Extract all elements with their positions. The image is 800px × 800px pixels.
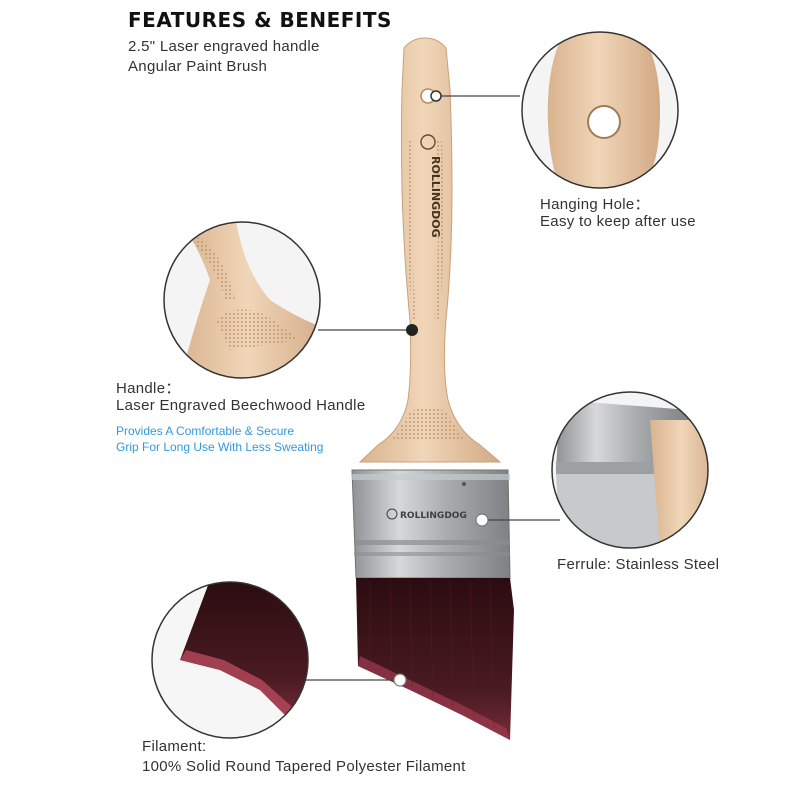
hanging-hole-desc: Easy to keep after use	[540, 213, 696, 230]
callout-dot-filament	[393, 673, 407, 687]
product-spec-line2: Angular Paint Brush	[128, 58, 268, 75]
filament-desc: 100% Solid Round Tapered Polyester Filam…	[142, 758, 466, 775]
detail-circle-ferrule	[551, 391, 709, 549]
callout-lines	[306, 95, 560, 681]
handle-desc: Laser Engraved Beechwood Handle	[116, 397, 366, 414]
ferrule-brand-text: ROLLINGDOG	[400, 511, 467, 521]
detail-circle-hanging-hole	[521, 31, 679, 189]
callout-dot-hanging-hole	[430, 90, 442, 102]
ferrule-label: Ferrule: Stainless Steel	[557, 556, 720, 573]
handle-note-line1: Provides A Comfortable & Secure	[116, 424, 295, 438]
page-title: FEATURES & BENEFITS	[128, 8, 392, 32]
hanging-hole-label: Hanging Hole：	[540, 196, 650, 213]
brush-handle: ROLLINGDOG	[358, 37, 502, 463]
filament-label: Filament:	[142, 738, 207, 755]
callout-dot-ferrule	[475, 513, 489, 527]
product-spec-line1: 2.5" Laser engraved handle	[128, 38, 320, 55]
handle-note-line2: Grip For Long Use With Less Sweating	[116, 440, 324, 454]
handle-brand-text: ROLLINGDOG	[429, 156, 442, 238]
brush-ferrule: ROLLINGDOG	[351, 469, 511, 579]
detail-circle-filament	[151, 581, 309, 739]
brush-bristles	[356, 578, 514, 740]
callout-dot-handle	[406, 324, 418, 336]
detail-circle-handle	[163, 221, 321, 379]
handle-label: Handle：	[116, 380, 181, 397]
